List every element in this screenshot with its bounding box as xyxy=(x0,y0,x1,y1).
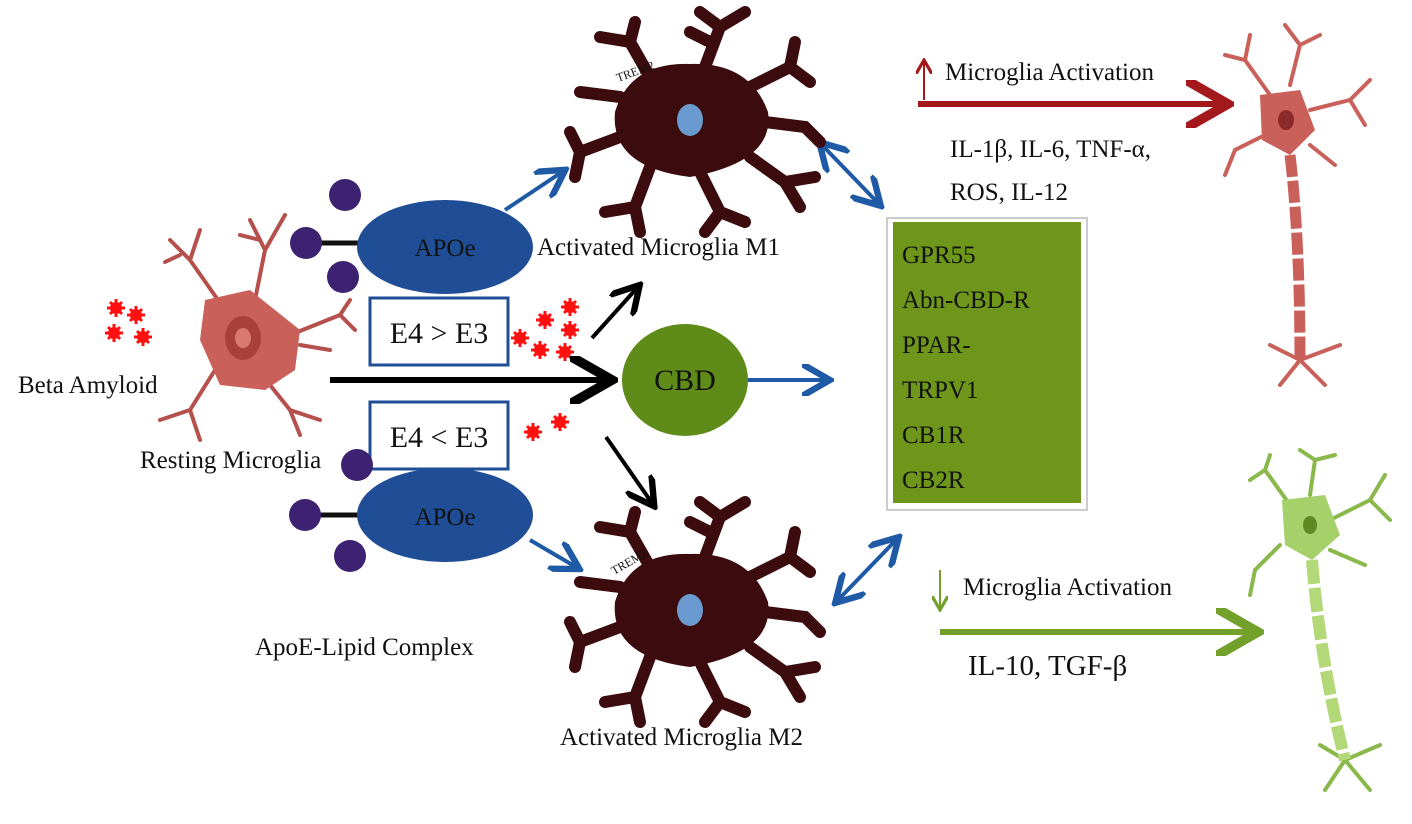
healthy-neuron-icon xyxy=(1248,448,1392,792)
amyloid-cluster-high xyxy=(509,296,581,363)
lipid-dot xyxy=(341,449,373,481)
receptor-box xyxy=(893,222,1081,503)
apoe-lipid-complex-top: APOe xyxy=(290,179,533,294)
lipid-dot xyxy=(334,540,366,572)
arrow-apoe-to-m1 xyxy=(503,172,562,212)
beta-amyloid-cluster xyxy=(103,297,154,348)
receptor-item: GPR55 xyxy=(902,242,976,269)
lipid-dot xyxy=(290,227,322,259)
damaged-neuron-icon xyxy=(1223,23,1372,387)
m1-cytokines-line2: ROS, IL-12 xyxy=(950,179,1068,206)
receptor-item: TRPV1 xyxy=(902,377,978,404)
arrow-to-m2 xyxy=(604,435,652,503)
m2-outcome-title: Microglia Activation xyxy=(963,574,1172,601)
receptor-item: CB1R xyxy=(902,422,965,449)
m2-cytokines: IL-10, TGF-β xyxy=(968,650,1127,682)
amyloid-cluster-low xyxy=(522,411,571,443)
resting-microglia-icon xyxy=(158,213,357,442)
condition-upper-label: E4 > E3 xyxy=(390,317,489,350)
m1-outcome-title: Microglia Activation xyxy=(945,59,1154,86)
apoe-lipid-complex-bottom: APOe xyxy=(289,449,533,572)
arrow-m2-receptors xyxy=(838,540,896,600)
apoe-bottom-label: APOe xyxy=(414,504,475,531)
m1-cytokines-line1: IL-1β, IL-6, TNF-α, xyxy=(950,136,1151,163)
lipid-dot xyxy=(289,499,321,531)
activated-m1-label: Activated Microglia M1 xyxy=(537,234,780,261)
activated-microglia-m2-icon xyxy=(570,502,820,722)
apoe-lipid-complex-label: ApoE-Lipid Complex xyxy=(255,634,474,661)
activated-microglia-m1-icon xyxy=(570,12,820,232)
beta-amyloid-label: Beta Amyloid xyxy=(18,372,158,399)
arrow-m1-receptors xyxy=(822,145,878,203)
activated-m2-label: Activated Microglia M2 xyxy=(560,724,803,751)
cbd-label: CBD xyxy=(654,364,716,397)
receptor-list: GPR55 Abn-CBD-R PPAR- TRPV1 CB1R CB2R xyxy=(902,242,1030,494)
apoe-top-label: APOe xyxy=(414,235,475,262)
lipid-dot xyxy=(329,179,361,211)
receptor-item: CB2R xyxy=(902,467,965,494)
arrow-to-m1 xyxy=(590,288,637,340)
cbd-node xyxy=(622,324,748,436)
lipid-dot xyxy=(327,261,359,293)
receptor-item: Abn-CBD-R xyxy=(902,287,1030,314)
condition-box-upper xyxy=(368,296,510,367)
receptor-item: PPAR- xyxy=(902,332,971,359)
resting-microglia-label: Resting Microglia xyxy=(140,447,321,474)
condition-lower-label: E4 < E3 xyxy=(390,421,489,454)
arrow-apoe-to-m2 xyxy=(528,538,576,567)
